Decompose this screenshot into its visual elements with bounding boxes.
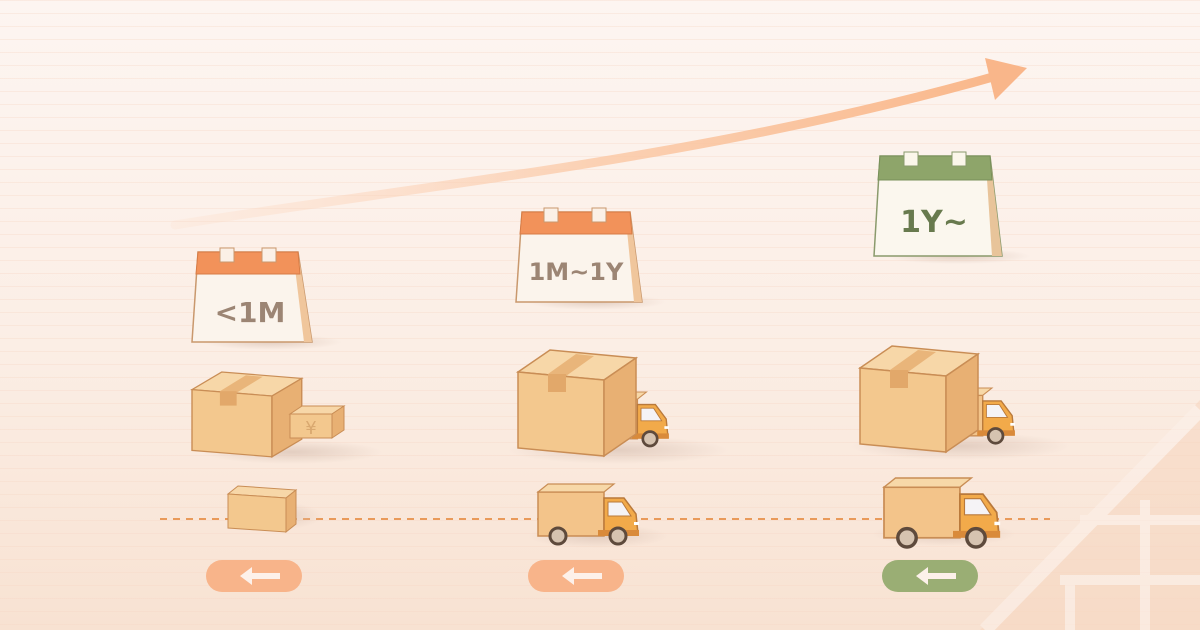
back-arrow-button[interactable] <box>882 560 978 592</box>
tier-less-than-1-month: <1M ¥ <box>191 247 382 592</box>
map-grid-decoration <box>979 400 1200 630</box>
arrow-left-icon <box>240 567 280 585</box>
calendar-icon: 1Y~ <box>873 151 1030 264</box>
arrow-left-icon <box>916 567 956 585</box>
back-arrow-button[interactable] <box>206 560 302 592</box>
tier-over-1-year: 1Y~ <box>850 151 1070 592</box>
calendar-icon: 1M~1Y <box>515 207 666 310</box>
calendar-label: <1M <box>215 296 286 329</box>
large-box-with-truck-icon <box>850 345 1070 460</box>
calendar-label: 1M~1Y <box>529 258 624 286</box>
tier-1-month-to-1-year: 1M~1Y <box>508 207 728 592</box>
box-with-yen-package-icon: ¥ <box>191 371 382 464</box>
trend-up-arrow-icon <box>170 58 1027 230</box>
arrow-left-icon <box>562 567 602 585</box>
calendar-label: 1Y~ <box>900 205 968 240</box>
calendar-icon: <1M <box>191 247 342 350</box>
back-arrow-button[interactable] <box>528 560 624 592</box>
large-box-with-truck-icon <box>508 349 728 464</box>
small-box-icon <box>226 485 323 534</box>
delivery-truck-icon <box>528 482 668 548</box>
svg-text:¥: ¥ <box>305 418 316 439</box>
delivery-truck-icon <box>872 476 1016 549</box>
